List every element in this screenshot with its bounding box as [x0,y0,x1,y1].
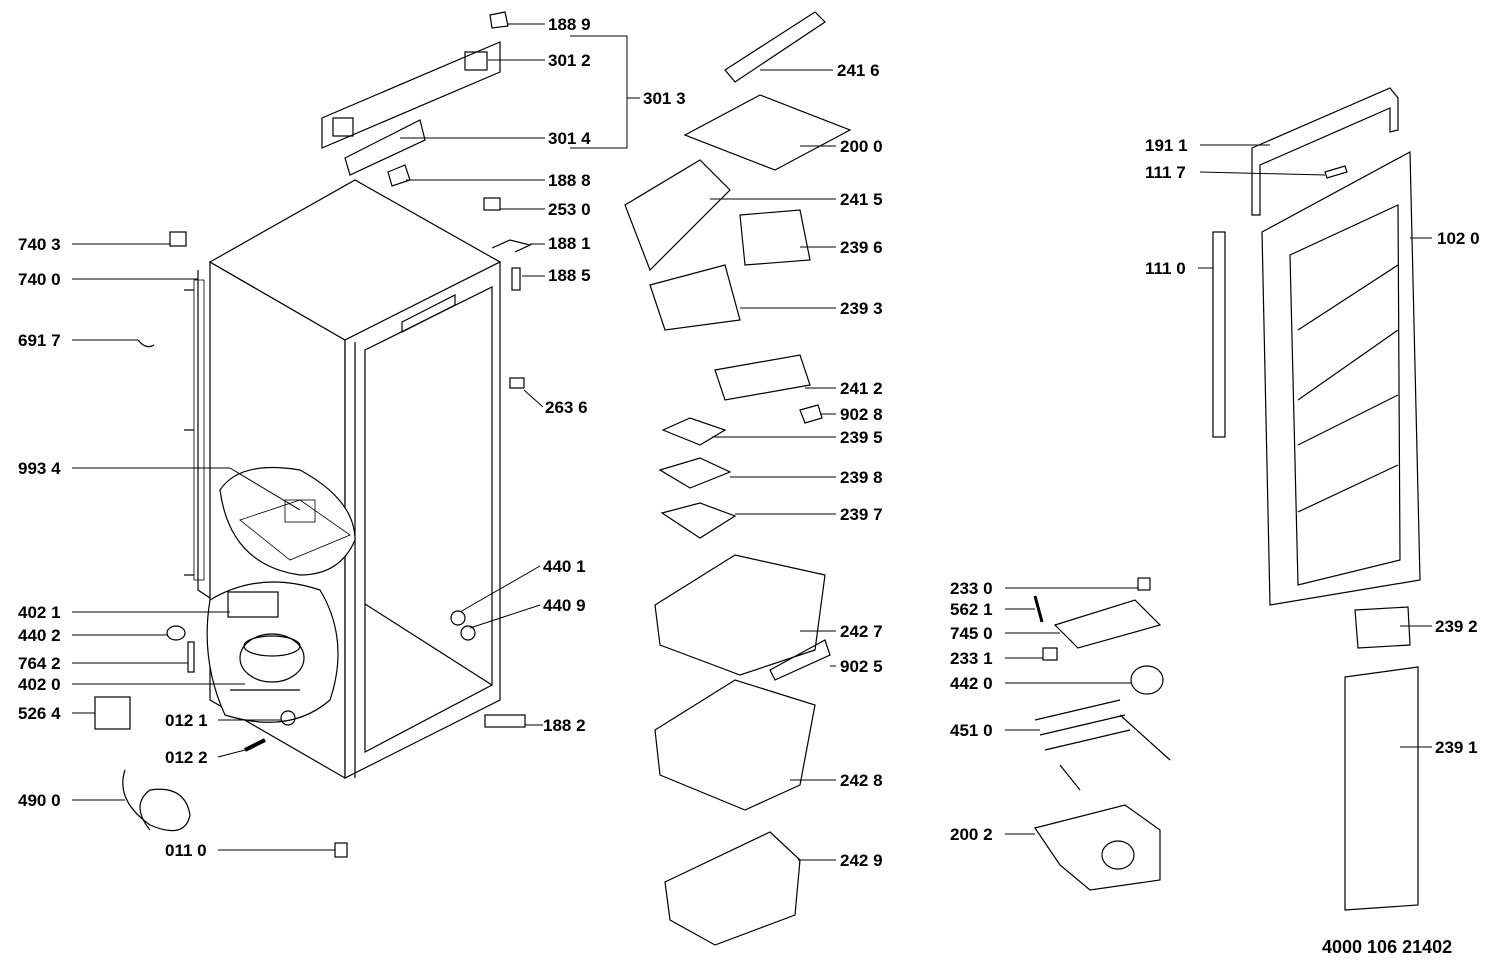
label-4401: 440 1 [543,557,586,576]
label-2392: 239 2 [1435,617,1478,636]
label-1020: 102 0 [1437,229,1480,248]
part-2530 [483,197,501,211]
control-panel [321,11,509,176]
label-4510: 451 0 [950,721,993,740]
label-5264: 526 4 [18,704,61,723]
leader-lines [72,23,1432,861]
part-6917 [137,339,155,348]
door-assembly [1212,87,1421,606]
label-2002: 200 2 [950,825,993,844]
label-9025: 902 5 [840,657,883,676]
label-2397: 239 7 [840,505,883,524]
label-1885: 188 5 [548,266,591,285]
label-0110: 011 0 [165,841,207,860]
label-2393: 239 3 [840,299,883,318]
label-9934: 993 4 [18,459,61,478]
label-2000: 200 0 [840,137,883,156]
middle-column-parts [624,11,852,946]
part-7403 [169,231,187,247]
part-4409 [460,625,476,641]
label-2429: 242 9 [840,851,883,870]
label-7400: 740 0 [18,270,61,289]
label-4021: 402 1 [18,603,61,622]
label-4020: 402 0 [18,675,61,694]
part-4402 [166,625,186,641]
label-7403: 740 3 [18,235,61,254]
part-1888 [387,164,411,187]
condenser-coil [184,270,211,599]
label-4409: 440 9 [543,596,586,615]
label-2395: 239 5 [840,428,883,447]
label-3014: 301 4 [548,129,591,148]
label-2416: 241 6 [837,61,880,80]
label-2330: 233 0 [950,579,993,598]
part-5264 [94,696,131,730]
label-4402: 440 2 [18,626,61,645]
label-0121: 012 1 [165,711,208,730]
label-1911: 191 1 [1145,136,1188,155]
part-1881 [491,239,532,253]
part-0110 [334,842,348,858]
label-7450: 745 0 [950,624,993,643]
label-4900: 490 0 [18,791,61,810]
label-1110: 111 0 [1145,259,1186,278]
part-1885 [511,267,521,291]
label-5621: 562 1 [950,600,993,619]
label-3013: 301 3 [643,89,686,108]
part-1882 [484,714,526,728]
label-4420: 442 0 [950,674,993,693]
label-2427: 242 7 [840,622,883,641]
label-2636: 263 6 [545,398,588,417]
label-2396: 239 6 [840,238,883,257]
cooling-parts [1033,577,1419,911]
label-2530: 253 0 [548,200,591,219]
label-2415: 241 5 [840,190,883,209]
label-1882: 188 2 [543,716,586,735]
part-0121 [280,710,296,726]
label-6917: 691 7 [18,331,61,350]
label-3012: 301 2 [548,51,591,70]
label-0122: 012 2 [165,748,208,767]
label-1117: 111 7 [1145,163,1186,182]
label-2331: 233 1 [950,649,993,668]
document-number: 4000 106 21402 [1322,937,1453,957]
label-9028: 902 8 [840,405,883,424]
label-2412: 241 2 [840,379,883,398]
compressor-inset [206,581,339,723]
label-1889: 188 9 [548,15,591,34]
label-2391: 239 1 [1435,738,1478,757]
label-7642: 764 2 [18,654,61,673]
part-7642 [187,641,195,673]
part-0122 [244,738,266,752]
part-2636 [509,377,525,389]
label-2428: 242 8 [840,771,883,790]
evaporator-inset [219,466,356,576]
label-2398: 239 8 [840,468,883,487]
label-1881: 188 1 [548,234,591,253]
part-4401 [450,610,466,626]
part-4900 [122,769,191,832]
label-1888: 188 8 [548,171,591,190]
